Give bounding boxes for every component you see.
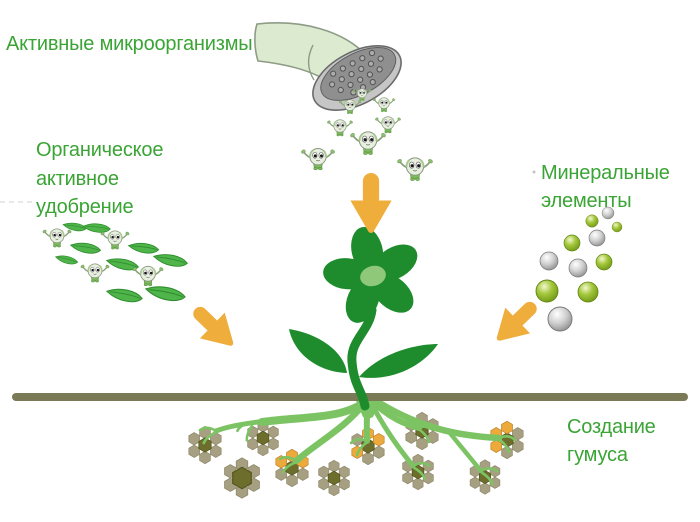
leaf-icon (105, 250, 140, 278)
mineral-ball-icon (611, 221, 623, 233)
label-organic-fertilizer: Органическое активное удобрение (36, 136, 163, 222)
microorganism-icon (348, 130, 388, 156)
shower-head-icon (254, 22, 402, 111)
microorganism-icon (395, 156, 435, 182)
microorganism-icon (374, 115, 402, 134)
microorganism-icon (99, 230, 131, 250)
microorganism-icon (326, 118, 354, 137)
label-mineral-elements: Минеральные элементы (541, 159, 670, 215)
flower-plant-icon (289, 227, 438, 411)
microorganism-icon (299, 147, 337, 171)
label-line: Минеральные (541, 162, 670, 184)
label-humus-creation: Создание гумуса (567, 413, 656, 469)
humus-hexagon-cluster-icon (225, 458, 260, 498)
label-line: элементы (541, 190, 632, 212)
arrow-down-icon (350, 173, 392, 233)
mineral-elements-cluster (535, 206, 623, 332)
label-line: удобрение (36, 196, 134, 218)
arrow-down-icon (485, 291, 548, 353)
scan-artifacts (0, 170, 536, 203)
humus-hexagon-cluster-icon (319, 460, 350, 496)
mineral-ball-icon (568, 258, 588, 278)
leaf-icon (69, 235, 102, 260)
microorganism-icon (79, 263, 111, 283)
mineral-ball-icon (539, 251, 559, 271)
leaf-icon (54, 249, 79, 270)
mineral-ball-icon (588, 229, 606, 247)
organic-fertilizer-cluster (41, 216, 189, 310)
leaf-icon (105, 279, 144, 310)
label-line: Создание (567, 416, 656, 438)
microorganism-icon (41, 228, 73, 248)
roots-icon (196, 395, 517, 487)
arrow-down-icon (182, 296, 245, 358)
mineral-ball-icon (595, 253, 613, 271)
mineral-ball-icon (563, 234, 581, 252)
microorganism-icon (131, 265, 165, 287)
mineral-ball-icon (535, 279, 559, 303)
label-line: активное (36, 167, 119, 190)
label-line: Органическое (36, 139, 164, 161)
mineral-ball-icon (547, 306, 573, 332)
mineral-ball-icon (585, 214, 599, 228)
label-line: гумуса (567, 444, 628, 466)
label-active-microorganisms: Активные микроорганизмы (6, 33, 253, 55)
soil-line (12, 393, 688, 401)
mineral-ball-icon (577, 281, 599, 303)
microorganism-icon (371, 97, 397, 113)
